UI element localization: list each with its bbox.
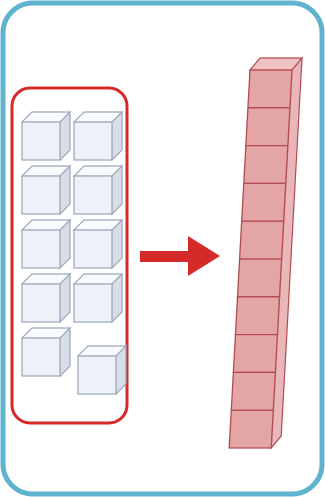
rod-cube <box>242 183 286 221</box>
unit-cube <box>74 274 122 322</box>
rod-cube <box>235 297 279 335</box>
unit-cube <box>22 274 70 322</box>
rod-cube <box>246 108 290 146</box>
rod-cube <box>240 221 284 259</box>
rod-cube <box>229 410 273 448</box>
unit-cube <box>22 166 70 214</box>
rod-cube <box>238 259 282 297</box>
unit-cube <box>74 166 122 214</box>
unit-cube <box>22 328 70 376</box>
rod-cube <box>233 335 277 373</box>
rod-cube <box>248 70 292 108</box>
unit-cube <box>22 112 70 160</box>
unit-cube <box>78 346 126 394</box>
rod-cube <box>231 372 275 410</box>
unit-cube <box>22 220 70 268</box>
unit-cube <box>74 112 122 160</box>
rod-cube <box>244 146 288 184</box>
unit-cube <box>74 220 122 268</box>
